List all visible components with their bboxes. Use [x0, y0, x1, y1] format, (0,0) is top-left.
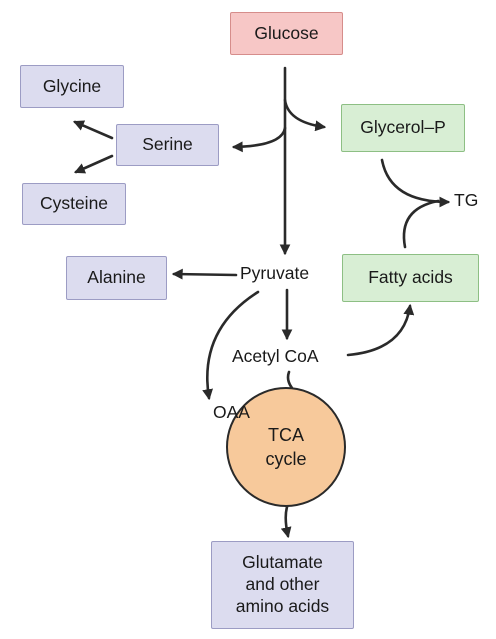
- fatty-acids-box: Fatty acids: [342, 254, 479, 302]
- glycine-label: Glycine: [42, 75, 102, 96]
- arrow-acetyl-coa-to-fatty-acids: [346, 303, 415, 357]
- serine-label: Serine: [142, 134, 193, 155]
- glutamate-box: Glutamate and other amino acids: [211, 541, 354, 629]
- tca-cycle-line1: TCA: [268, 424, 304, 445]
- arrow-fatty-acids-to-tg: [402, 199, 440, 249]
- cysteine-box: Cysteine: [22, 183, 126, 225]
- oaa-label: OAA: [213, 402, 250, 422]
- arrow-pyruvate-to-oaa: [202, 290, 260, 401]
- alanine-box: Alanine: [66, 256, 167, 300]
- cysteine-label: Cysteine: [39, 193, 109, 214]
- alanine-label: Alanine: [87, 267, 146, 288]
- acetyl-coa-label: Acetyl CoA: [232, 346, 319, 366]
- glutamate-line3: amino acids: [235, 595, 330, 616]
- serine-box: Serine: [116, 124, 219, 166]
- tg-label: TG: [454, 190, 479, 210]
- glutamate-line2: and other: [245, 574, 320, 595]
- arrow-tca-to-glutamate: [280, 505, 292, 539]
- pyruvate-label: Pyruvate: [240, 263, 310, 283]
- arrow-serine-to-cysteine: [74, 154, 114, 174]
- arrow-serine-to-glycine: [72, 120, 114, 140]
- glycerol-p-box: Glycerol–P: [341, 104, 465, 152]
- fatty-acids-label: Fatty acids: [368, 267, 453, 288]
- glucose-box: Glucose: [230, 12, 343, 55]
- arrow-glycerol-p-to-tg: [380, 158, 451, 208]
- glycerol-p-label: Glycerol–P: [360, 117, 446, 138]
- tca-cycle-circle: TCA cycle: [226, 387, 346, 507]
- arrow-glucose-to-glycerol-p: [283, 98, 327, 132]
- glycine-box: Glycine: [20, 65, 124, 108]
- tca-cycle-line2: cycle: [265, 449, 307, 469]
- glutamate-line1: Glutamate: [242, 552, 323, 573]
- connector-acetyl-coa-to-tca: [286, 370, 294, 390]
- arrow-to-serine: [231, 126, 287, 153]
- arrow-pyruvate-to-alanine: [171, 268, 238, 280]
- glucose-label: Glucose: [254, 22, 319, 43]
